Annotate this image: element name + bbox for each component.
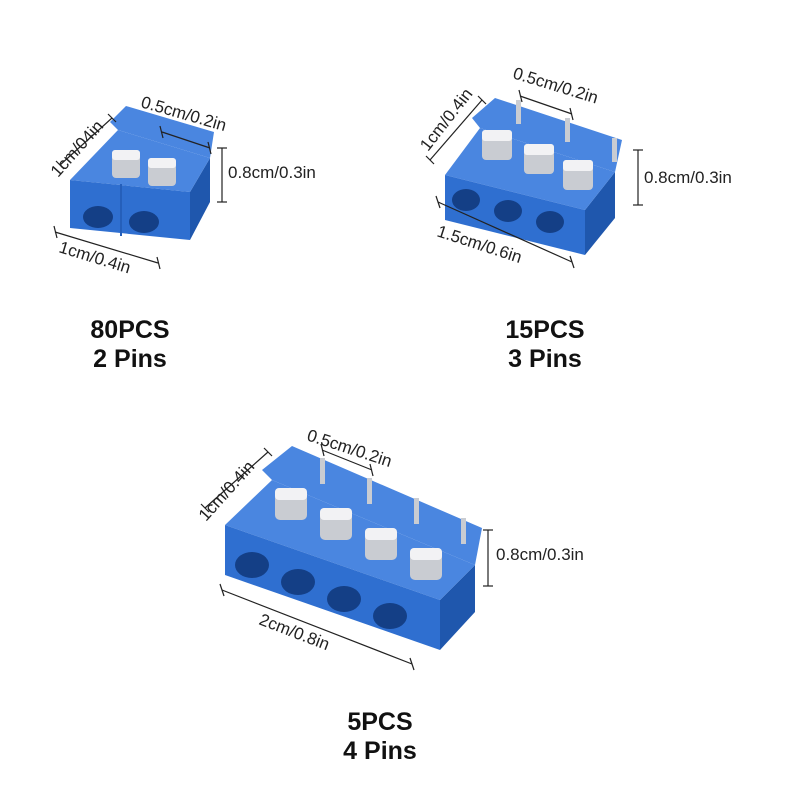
height-label: 0.8cm/0.3in: [644, 168, 732, 187]
screw-terminal: [320, 508, 352, 540]
caption-3pin: 15PCS 3 Pins: [465, 316, 625, 374]
housing-back-wall: [472, 98, 622, 172]
quantity-label: 15PCS: [505, 316, 585, 344]
wire-hole: [373, 603, 407, 629]
caption-2pin: 80PCS 2 Pins: [50, 316, 210, 374]
screw-terminal: [482, 130, 512, 160]
dimension-lines: [425, 89, 643, 269]
terminal-block-2pin: 1cm/04in 0.5cm/0.2in 0.8cm/0.3in 1cm/0.4…: [47, 93, 316, 278]
screw-terminal: [112, 150, 140, 178]
screw-terminal: [563, 160, 593, 190]
height-label: 0.8cm/0.3in: [496, 545, 584, 564]
dimension-lines: [53, 113, 227, 270]
wire-hole: [452, 189, 480, 211]
caption-4pin: 5PCS 4 Pins: [300, 708, 460, 766]
screw-terminal: [365, 528, 397, 560]
screw-terminal: [410, 548, 442, 580]
screw-terminal: [275, 488, 307, 520]
housing-side: [585, 172, 615, 255]
pins-label: 4 Pins: [343, 737, 417, 765]
quantity-label: 80PCS: [90, 316, 170, 344]
wire-hole: [129, 211, 159, 233]
pin: [461, 518, 466, 544]
wire-hole: [235, 552, 269, 578]
housing-side: [440, 565, 475, 650]
pin: [516, 100, 521, 124]
width-label: 2cm/0.8in: [257, 610, 333, 654]
wire-hole: [281, 569, 315, 595]
terminal-block-4pin: 1cm/0.4in 0.5cm/0.2in 0.8cm/0.3in 2cm/0.…: [195, 426, 584, 671]
housing-side: [190, 158, 210, 240]
housing-back-wall: [262, 446, 482, 565]
pin: [565, 118, 570, 142]
pins-label: 2 Pins: [93, 345, 167, 373]
pitch-label: 0.5cm/0.2in: [511, 64, 601, 108]
wire-hole: [536, 211, 564, 233]
terminal-block-3pin: 1cm/0.4in 0.5cm/0.2in 0.8cm/0.3in 1.5cm/…: [416, 64, 732, 269]
pins-label: 3 Pins: [508, 345, 582, 373]
pin: [367, 478, 372, 504]
quantity-label: 5PCS: [347, 708, 413, 736]
screw-terminal: [524, 144, 554, 174]
pin: [320, 458, 325, 484]
wire-hole: [327, 586, 361, 612]
screw-terminal: [148, 158, 176, 186]
dimension-lines: [200, 443, 493, 671]
wire-hole: [83, 206, 113, 228]
depth-label: 1cm/0.4in: [416, 85, 476, 155]
wire-hole: [494, 200, 522, 222]
pin: [612, 138, 617, 162]
pin: [414, 498, 419, 524]
height-label: 0.8cm/0.3in: [228, 163, 316, 182]
